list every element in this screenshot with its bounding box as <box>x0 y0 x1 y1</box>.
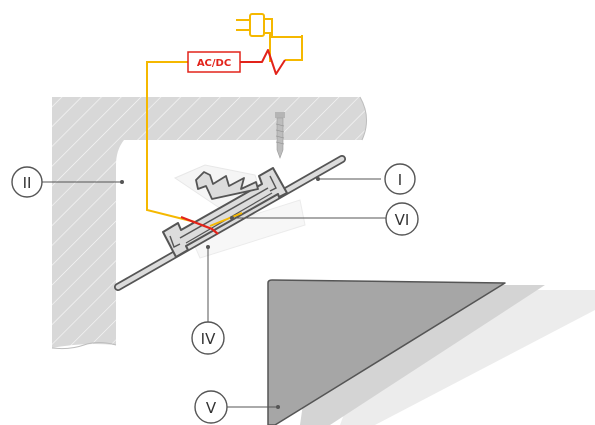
callout-label-VI: VI <box>395 211 410 229</box>
wire-squiggle <box>240 49 286 75</box>
callout-VI: VI <box>230 202 419 236</box>
profile-clip <box>195 171 259 200</box>
adapter-label: AC/DC <box>197 58 231 69</box>
callout-label-II: II <box>23 174 32 192</box>
ceiling-and-wall <box>52 97 367 348</box>
plug-icon <box>236 13 302 38</box>
panel-dark <box>267 279 506 425</box>
diffuser-panel <box>267 279 595 425</box>
callout-label-IV: IV <box>201 330 216 348</box>
wall-structure <box>51 96 367 350</box>
screw-icon <box>275 112 285 159</box>
callout-label-V: V <box>206 399 217 417</box>
ac-dc-adapter: AC/DC <box>187 51 241 73</box>
wire-yellow-down <box>146 61 196 223</box>
wall-rough-edge <box>51 342 117 350</box>
wire-red-in <box>180 215 219 235</box>
callout-I: I <box>316 163 416 195</box>
callout-label-I: I <box>398 171 402 189</box>
callout-V: V <box>194 390 280 424</box>
ceiling-rough-edge <box>359 96 367 141</box>
wire-yellow-plug <box>285 35 303 61</box>
wiring <box>146 33 303 235</box>
callout-IV: IV <box>191 245 225 355</box>
led-strip <box>209 212 243 227</box>
callout-II: II <box>11 166 124 198</box>
